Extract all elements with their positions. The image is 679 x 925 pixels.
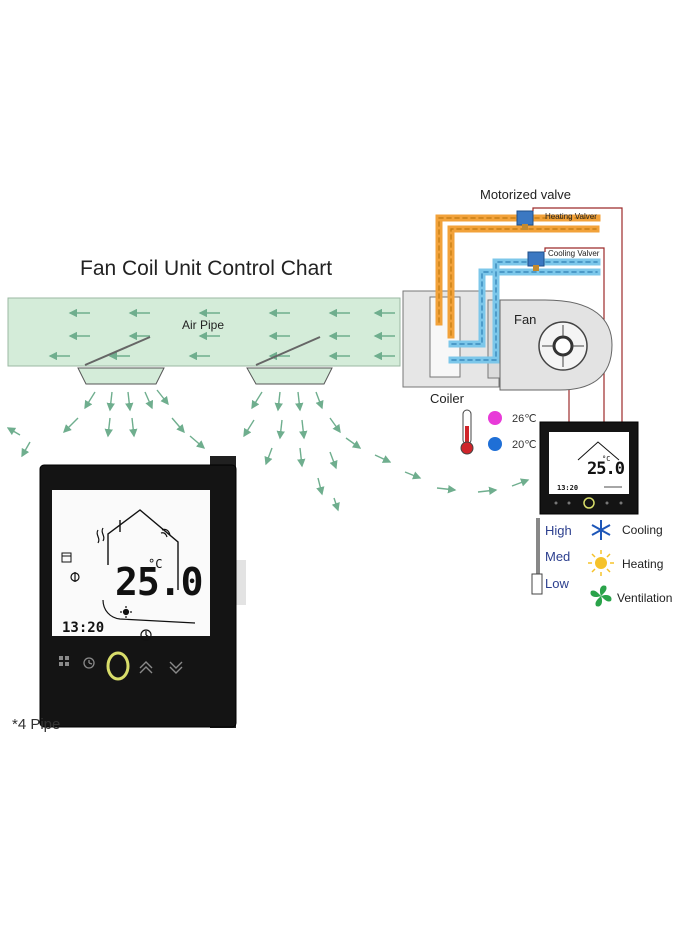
cold-temperature-label: 20℃ <box>512 439 537 451</box>
clock-icon <box>140 629 152 641</box>
thermometer-icon <box>460 409 474 455</box>
coiler-label: Coiler <box>430 391 464 406</box>
large-thermostat-clock: 13:20 <box>62 620 105 636</box>
speed-selector-wire <box>531 518 543 595</box>
fan-speed-icon <box>70 572 80 582</box>
large-thermostat-temperature: 25.0 <box>115 560 204 604</box>
heating-valve-icon <box>516 210 534 230</box>
mode-cooling-label: Cooling <box>622 523 663 537</box>
small-thermostat-clock: 13:20 <box>557 484 579 492</box>
sun-mode-icon <box>120 606 132 618</box>
speed-high-label: High <box>545 523 572 538</box>
small-thermostat-temperature: 25.0 <box>587 459 625 479</box>
mode-ventilation-label: Ventilation <box>617 591 673 605</box>
hot-temperature-label: 26℃ <box>512 413 537 425</box>
chevron-up-icon <box>139 661 153 674</box>
large-thermostat <box>39 456 246 728</box>
diffuser-right <box>246 336 333 385</box>
speed-med-label: Med <box>545 549 571 564</box>
heating-pipes <box>435 214 601 339</box>
chevron-down-icon <box>169 661 183 674</box>
room-airflow-arrows <box>6 389 530 512</box>
snowflake-icon <box>591 520 611 540</box>
motorized-valve-label: Motorized valve <box>480 187 572 202</box>
cooling-valve-label: Cooling Valver <box>548 249 600 258</box>
fan-unit <box>499 299 613 391</box>
speed-low-label: Low <box>545 576 569 591</box>
hot-indicator-dot <box>488 411 502 425</box>
fan-label: Fan <box>514 312 537 327</box>
small-thermostat <box>539 421 639 515</box>
four-pipe-footnote: *4 Pipe <box>12 716 61 733</box>
calendar-icon <box>61 552 72 563</box>
cooling-pipes <box>448 258 601 364</box>
menu-button-icon <box>59 656 69 666</box>
mode-heating-label: Heating <box>622 557 664 571</box>
heat-waves-icon <box>96 527 105 544</box>
air-pipe-label: Air Pipe <box>182 318 225 332</box>
large-thermostat-unit: °C <box>148 557 163 571</box>
small-thermostat-unit: °C <box>602 455 611 463</box>
cold-indicator-dot <box>488 437 502 451</box>
power-ring-button <box>106 651 130 681</box>
clock-button-icon <box>83 657 95 669</box>
diagram-title: Fan Coil Unit Control Chart <box>80 257 333 280</box>
wifi-icon <box>160 528 171 538</box>
cooling-valve-icon <box>527 251 545 271</box>
heating-valve-label: Heating Valver <box>545 212 597 221</box>
sun-icon <box>588 550 614 576</box>
duct-airflow-arrows <box>48 308 395 361</box>
diffuser-left <box>77 336 165 385</box>
ventilation-icon <box>590 585 612 607</box>
